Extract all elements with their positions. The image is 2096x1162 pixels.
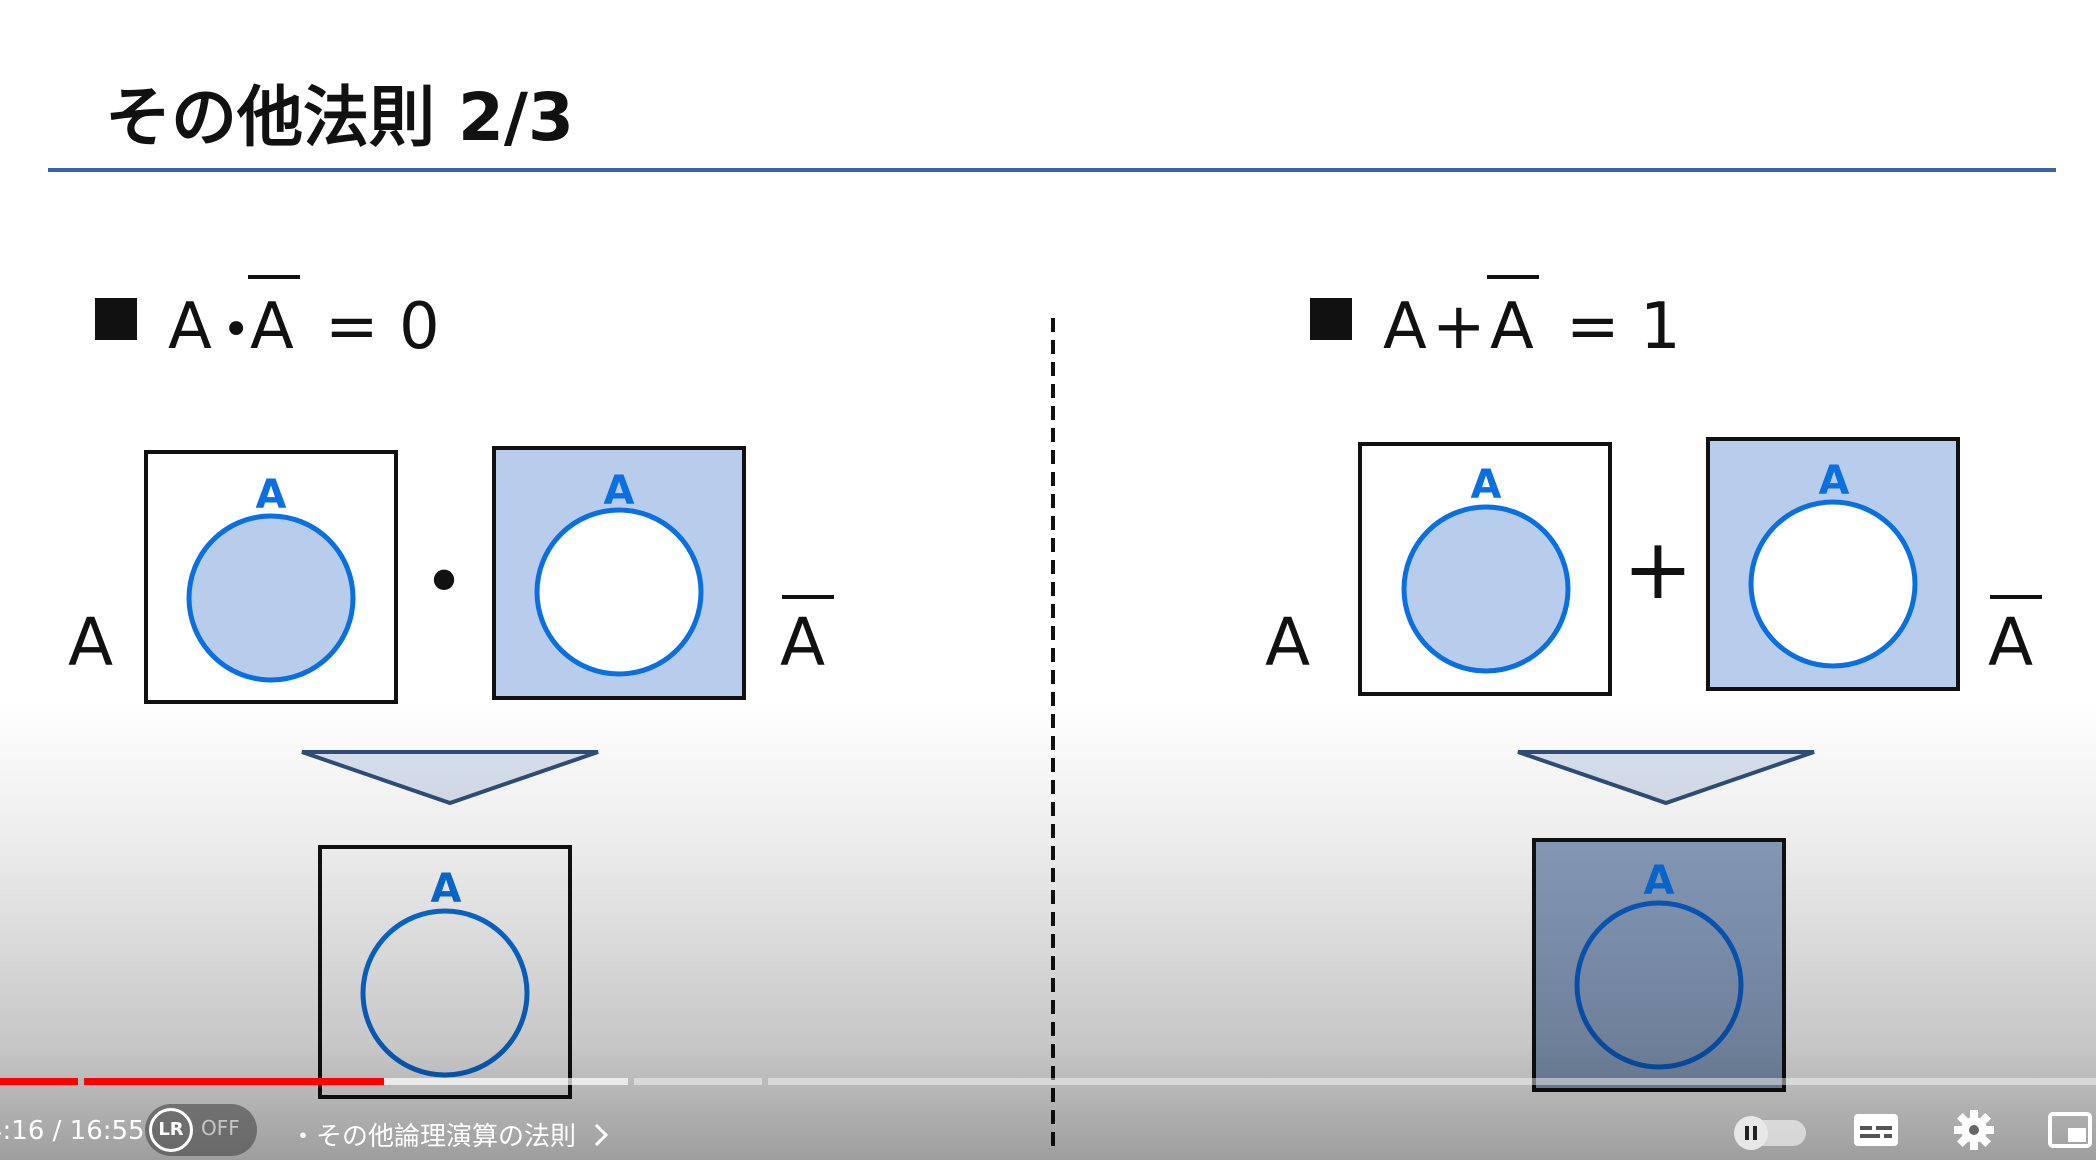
progress-played [0, 1078, 78, 1085]
diagram-label-not-a: A [780, 604, 825, 681]
progress-chapter-segment [768, 1078, 2096, 1085]
formula-lhs: A [168, 290, 212, 364]
venn-circle-shaded [1401, 504, 1571, 674]
slide-title: その他法則 2/3 [105, 79, 574, 156]
diagram-label-not-a: A [1988, 604, 2033, 681]
settings-gear-icon[interactable] [1950, 1108, 1998, 1152]
circle-label: A [604, 468, 635, 514]
formula-not-a: A [1490, 290, 1534, 364]
subtitles-icon[interactable] [1852, 1108, 1900, 1152]
progress-played [84, 1078, 384, 1085]
chapter-title-button[interactable]: ・その他論理演算の法則 [290, 1116, 612, 1153]
chapter-title: ・その他論理演算の法則 [290, 1122, 577, 1152]
result-arrow [301, 750, 599, 806]
formula-lhs: A [1383, 290, 1427, 364]
venn-circle-white [1748, 499, 1918, 669]
circle-label: A [256, 472, 287, 518]
circle-label: A [1471, 462, 1502, 508]
venn-circle-shaded [186, 513, 356, 683]
diagram-label-a: A [1265, 604, 1310, 681]
pause-icon [1734, 1116, 1768, 1150]
bullet-square [95, 298, 137, 340]
player-controls: 4:16 / 16:55 LR OFF ・その他論理演算の法則 [0, 1100, 2096, 1160]
diagram-operator-dot: • [423, 541, 464, 623]
formula-equals-zero: = 0 [325, 290, 440, 364]
lr-state-label: OFF [201, 1116, 240, 1140]
circle-label: A [431, 866, 462, 912]
progress-chapter-segment [634, 1078, 762, 1085]
time-display: 4:16 / 16:55 [0, 1116, 145, 1146]
progress-buffered [384, 1078, 628, 1085]
formula-or-plus: + [1432, 290, 1486, 364]
lr-logo-icon: LR [149, 1108, 193, 1152]
chevron-right-icon [595, 1123, 609, 1147]
autoplay-toggle-icon[interactable] [1734, 1116, 1806, 1150]
venn-circle-empty [360, 908, 530, 1078]
circle-label: A [1644, 858, 1675, 904]
result-box [318, 845, 572, 1099]
circle-label: A [1819, 458, 1850, 504]
miniplayer-icon[interactable] [2046, 1108, 2094, 1152]
diagram-label-a: A [68, 604, 113, 681]
formula-not-a: A [250, 290, 294, 364]
venn-circle-white [534, 507, 704, 677]
bullet-square [1310, 298, 1352, 340]
diagram-operator-plus: + [1623, 520, 1693, 618]
venn-circle-filled [1574, 900, 1744, 1070]
progress-bar[interactable] [0, 1078, 2096, 1085]
formula-equals-one: = 1 [1566, 290, 1681, 364]
formula-and-dot: • [222, 302, 250, 358]
lr-extension-button[interactable]: LR OFF [145, 1104, 257, 1156]
result-arrow [1517, 750, 1815, 806]
